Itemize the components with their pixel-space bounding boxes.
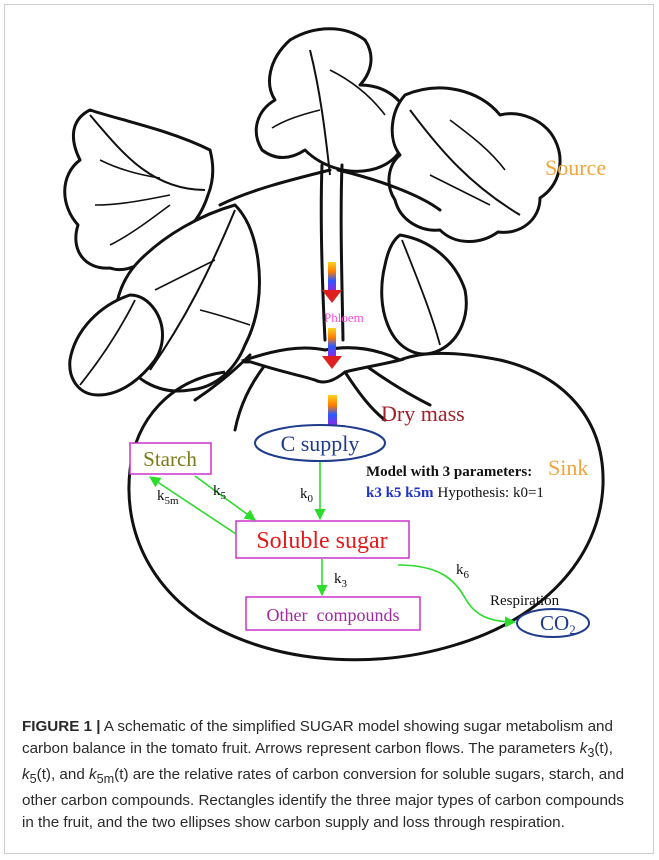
calyx [245, 348, 400, 382]
arrow-k5m [150, 477, 236, 534]
co2-sub: 2 [569, 622, 576, 637]
hypothesis-text: Hypothesis: k0=1 [438, 485, 544, 501]
phloem-label: Phloem [324, 310, 364, 325]
k6-label: k6 [456, 562, 470, 581]
caption-k5m: k [89, 766, 97, 783]
source-label: Source [545, 155, 606, 180]
diagram-canvas: Phloem Source Sink Dry mass C supply Sta… [0, 0, 659, 710]
caption-t1: (t) [594, 740, 608, 757]
respiration-label: Respiration [490, 593, 560, 609]
caption-k5: k [22, 766, 30, 783]
caption-text-1: A schematic of the simplified SUGAR mode… [22, 718, 613, 757]
model-params: k3 k5 k5m [366, 485, 434, 501]
tomato-plant-drawing [65, 29, 560, 395]
k0-label: k0 [300, 486, 314, 505]
sink-label: Sink [548, 455, 588, 480]
other-compounds-label: Other compounds [267, 605, 400, 625]
c-supply-label: C supply [281, 431, 360, 456]
caption-t3: (t) [114, 766, 128, 783]
model-line1: Model with 3 parameters: [366, 464, 532, 480]
k3-label: k3 [334, 571, 348, 590]
caption-k5-sub: 5 [30, 772, 37, 786]
figure-caption: FIGURE 1 | A schematic of the simplified… [22, 716, 637, 834]
caption-k5m-sub: 5m [97, 772, 115, 786]
caption-text-2: , [609, 740, 613, 757]
caption-text-3: , and [51, 766, 89, 783]
caption-label: FIGURE 1 | [22, 718, 101, 735]
co2-main: CO [540, 611, 569, 635]
dry-mass-label: Dry mass [381, 401, 465, 426]
soluble-sugar-label: Soluble sugar [256, 528, 387, 554]
leaf-right [389, 88, 560, 242]
caption-t2: (t) [37, 766, 51, 783]
leaf-top [256, 29, 408, 172]
k5m-label: k5m [157, 488, 179, 507]
starch-label: Starch [143, 447, 197, 471]
k5-label: k5 [213, 483, 227, 502]
